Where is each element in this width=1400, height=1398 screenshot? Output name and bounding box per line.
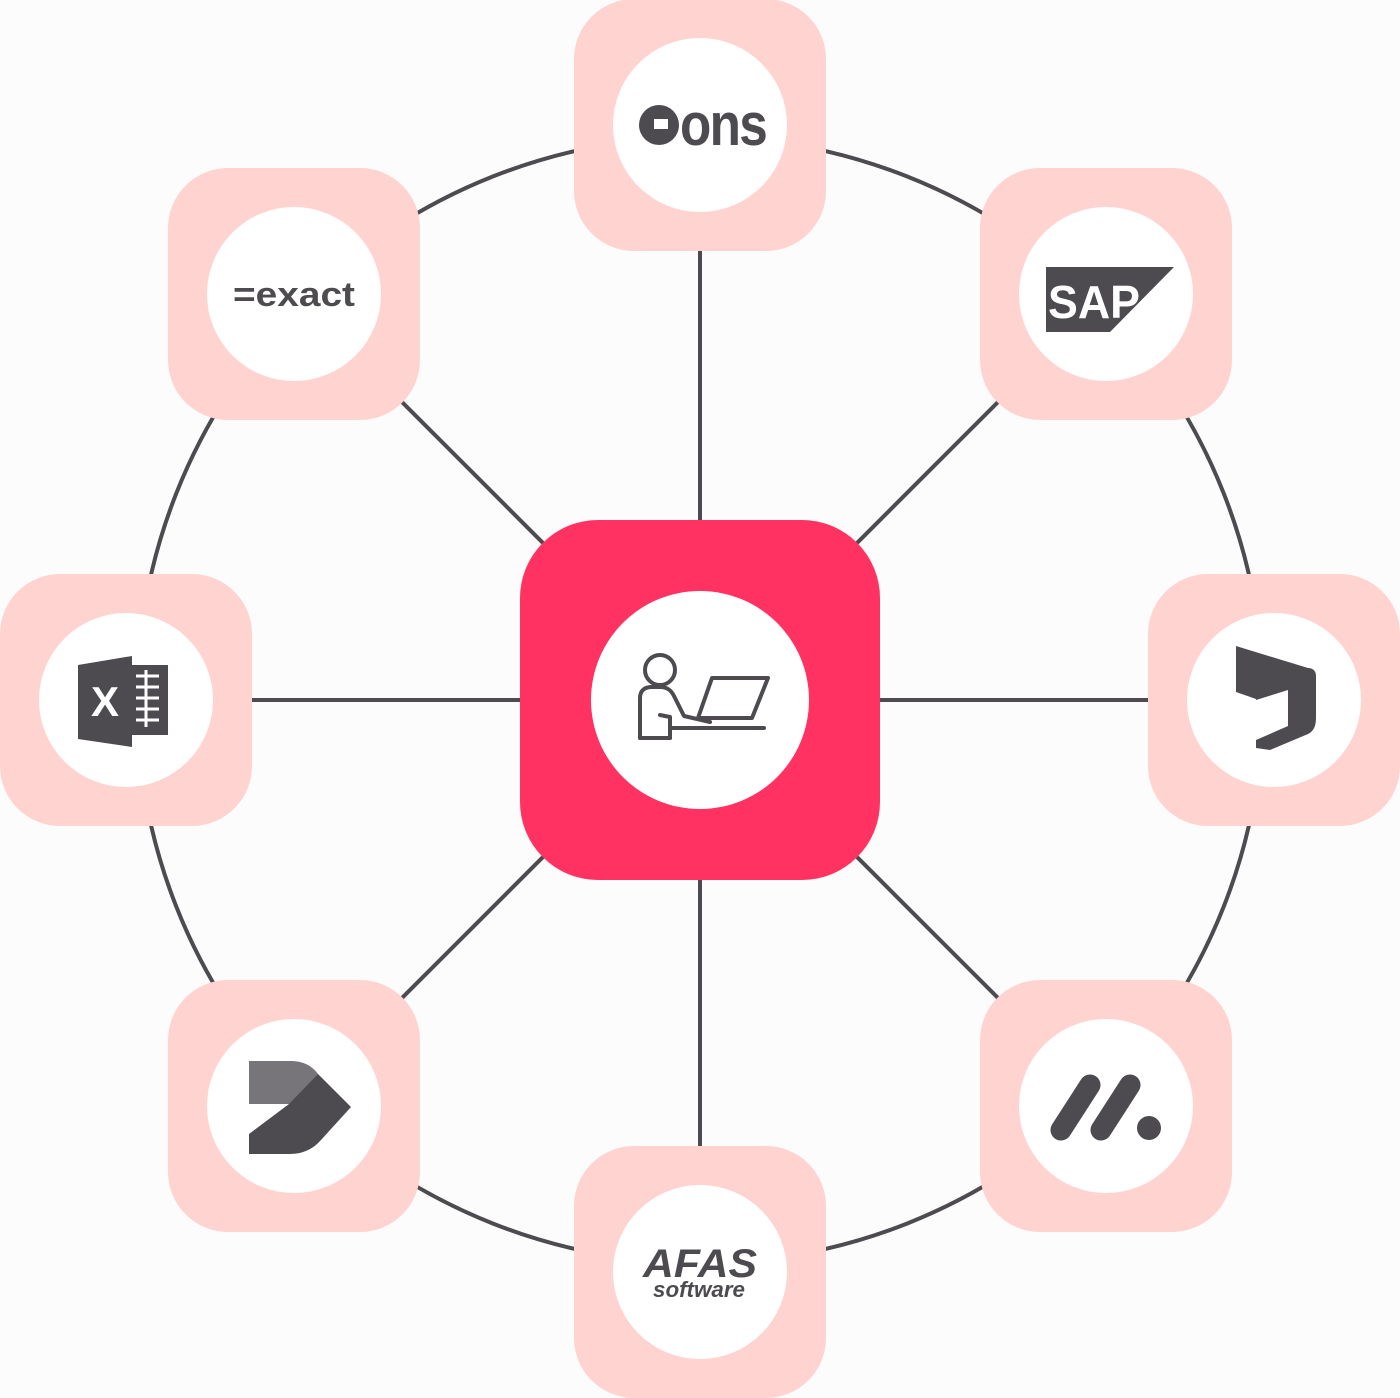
node-circle [613, 1185, 787, 1359]
exact-logo: =exact [233, 276, 355, 314]
power-automate-logo [249, 1061, 351, 1154]
excel-logo-text: X [91, 678, 119, 725]
node-circle [207, 207, 381, 381]
monday-logo [1050, 1074, 1161, 1141]
node-monday[interactable] [980, 980, 1232, 1232]
sap-logo-text: SAP [1048, 276, 1140, 328]
excel-logo: X [78, 656, 168, 747]
ons-logo: ons [639, 91, 768, 158]
afas-logo-text: AFAS [642, 1242, 757, 1286]
node-excel[interactable]: X [0, 574, 252, 826]
center-hub[interactable] [520, 520, 880, 880]
person-at-laptop-icon [638, 653, 770, 740]
afas-logo: AFAS software [642, 1242, 757, 1302]
afas-logo-subtext: software [653, 1277, 745, 1302]
node-power-automate[interactable] [168, 980, 420, 1232]
node-ons[interactable]: ons [574, 0, 826, 251]
exact-logo-text: =exact [233, 276, 355, 314]
node-dynamics[interactable] [1148, 574, 1400, 826]
sap-logo: SAP [1046, 267, 1174, 332]
dynamics-logo [1236, 646, 1316, 750]
node-exact[interactable]: =exact [168, 168, 420, 420]
node-sap[interactable]: SAP [980, 168, 1232, 420]
ons-logo-text: ons [680, 91, 766, 158]
node-afas[interactable]: AFAS software [574, 1146, 826, 1398]
center-circle [591, 591, 809, 809]
node-circle [613, 38, 787, 212]
